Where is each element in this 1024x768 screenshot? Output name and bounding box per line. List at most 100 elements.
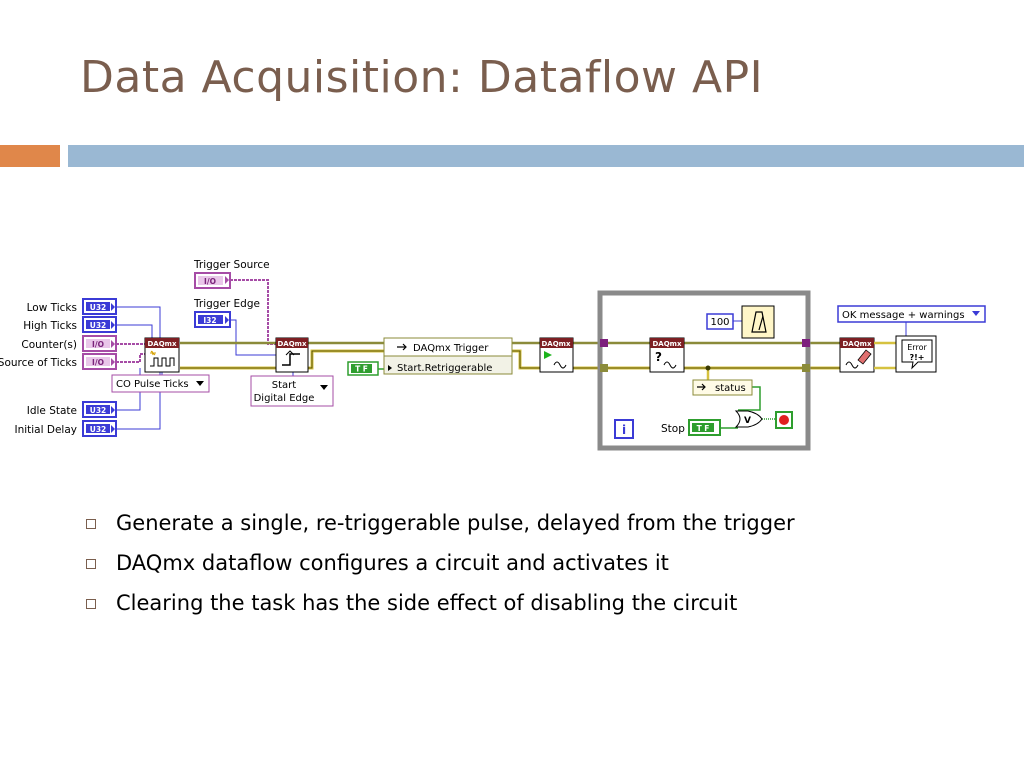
unbundle-status-label: status [715,383,746,394]
ring-dropdown-icon [972,311,980,316]
waveform-icon [845,361,859,369]
wire-trigger-source [230,279,276,345]
constant-retriggerable-true[interactable]: T F [347,361,379,376]
question-icon: ? [655,350,662,364]
property-node-icon [397,343,407,351]
ring-error-dialog-label: OK message + warnings [842,310,965,321]
loop-iteration-label: i [622,423,626,437]
waveform-icon [553,361,567,369]
label-high-ticks: High Ticks [23,320,77,332]
vi-clear-task[interactable]: DAQmx [839,337,875,373]
ring-dropdown-icon [196,381,204,386]
tunnel-task-out [802,339,810,347]
control-trigger-source[interactable]: Trigger Source I/O [193,259,270,289]
ring-start-line1: Start [272,380,297,391]
or-gate-label: V [744,416,751,426]
control-initial-delay[interactable]: Initial Delay U32 [14,420,117,437]
label-stop: Stop [661,423,685,435]
error-icon-line2: ?!+ [910,353,925,362]
pulse-train-icon [150,357,175,367]
property-node-header: DAQmx Trigger [413,343,489,354]
property-node-trigger[interactable]: DAQmx Trigger Start.Retriggerable [383,337,513,375]
ring-error-dialog[interactable]: OK message + warnings [837,305,986,323]
error-icon-line1: Error [907,343,927,352]
type-bool-stop: T F [697,424,710,433]
vi-header-create: DAQmx [148,340,177,348]
wire-status-bool [738,386,761,411]
vi-header-is-done: DAQmx [653,340,682,348]
stop-sign-icon [779,415,789,425]
vi-simple-error-handler[interactable]: Error ?!+ [895,335,937,373]
bullet-text: DAQmx dataflow configures a circuit and … [116,551,669,575]
vi-create-channel[interactable]: DAQmx [144,337,180,373]
type-i32-edge: I32 [203,316,216,325]
property-node-item: Start.Retriggerable [397,363,492,374]
type-u32-high: U32 [90,321,107,330]
control-low-ticks[interactable]: Low Ticks U32 [27,298,117,315]
waveform-icon [663,361,677,369]
block-diagram: Low Ticks U32 High Ticks U32 Counter(s) … [0,259,986,451]
vi-header-trigger: DAQmx [278,340,307,348]
vi-wait-metronome[interactable] [741,305,775,339]
vi-is-task-done[interactable]: DAQmx ? [649,337,685,373]
bullet-marker [86,519,96,529]
wire-source-of-ticks [116,353,145,363]
constant-wait-ms[interactable]: 100 [706,313,734,330]
vi-start-trigger[interactable]: DAQmx [275,337,309,373]
bullet-marker [86,559,96,569]
wire-error-center [180,350,840,369]
type-u32-delay: U32 [90,425,107,434]
bool-constant-label: T F [355,365,368,374]
play-icon [544,351,552,359]
label-counters: Counter(s) [21,339,77,351]
error-wire-junction [705,365,711,371]
ring-start-line2: Digital Edge [254,393,315,404]
wire-to-error-handler [874,341,896,370]
label-initial-delay: Initial Delay [14,424,77,436]
control-trigger-edge[interactable]: Trigger Edge I32 [193,298,260,328]
while-loop[interactable]: i [597,290,811,451]
type-i32-idle: U32 [90,406,107,415]
wire-high-ticks [116,324,153,340]
bullet-item: Generate a single, re-triggerable pulse,… [84,506,795,546]
slide-title: Data Acquisition: Dataflow API [80,52,764,103]
accent-bar-orange [0,145,60,167]
wire-trigger-edge [230,319,276,356]
control-counters[interactable]: Counter(s) I/O [21,335,117,352]
bullet-list: Generate a single, re-triggerable pulse,… [84,506,795,626]
control-high-ticks[interactable]: High Ticks U32 [23,316,117,333]
arrow-right-icon [697,383,706,391]
ring-dropdown-icon [320,385,328,390]
ring-start-digital-edge[interactable]: Start Digital Edge [250,375,334,407]
sparkle-icon [150,350,156,356]
wire-low-ticks [116,306,161,340]
or-gate[interactable]: V [734,410,763,428]
wires [116,279,907,430]
label-idle-state: Idle State [27,405,77,417]
loop-iteration-terminal: i [614,419,634,439]
type-u32-low: U32 [90,303,107,312]
type-io-source: I/O [92,358,104,367]
digital-edge-icon [282,353,300,366]
type-io-counters: I/O [92,340,104,349]
ring-co-pulse-ticks-label: CO Pulse Ticks [116,379,189,390]
ring-co-pulse-ticks[interactable]: CO Pulse Ticks [111,374,210,393]
tunnel-error-out [802,364,810,372]
control-idle-state[interactable]: Idle State U32 [27,401,117,418]
bullet-text: Clearing the task has the side effect of… [116,591,738,615]
accent-bar-blue [68,145,1024,167]
unbundle-status[interactable]: status [692,379,753,396]
vi-header-clear: DAQmx [843,340,872,348]
tunnel-error-in [600,364,608,372]
metronome-icon [751,311,767,333]
vi-header-start: DAQmx [542,340,571,348]
control-stop[interactable]: Stop T F [661,419,721,436]
label-low-ticks: Low Ticks [27,302,77,314]
speech-bubble-icon [901,339,933,370]
control-source-of-ticks[interactable]: Source of Ticks I/O [0,353,117,370]
vi-start-task[interactable]: DAQmx [539,337,574,373]
loop-stop-condition[interactable] [775,411,793,429]
bullet-item: Clearing the task has the side effect of… [84,586,795,626]
label-trigger-source: Trigger Source [193,259,270,271]
or-gate-icon [734,410,763,428]
